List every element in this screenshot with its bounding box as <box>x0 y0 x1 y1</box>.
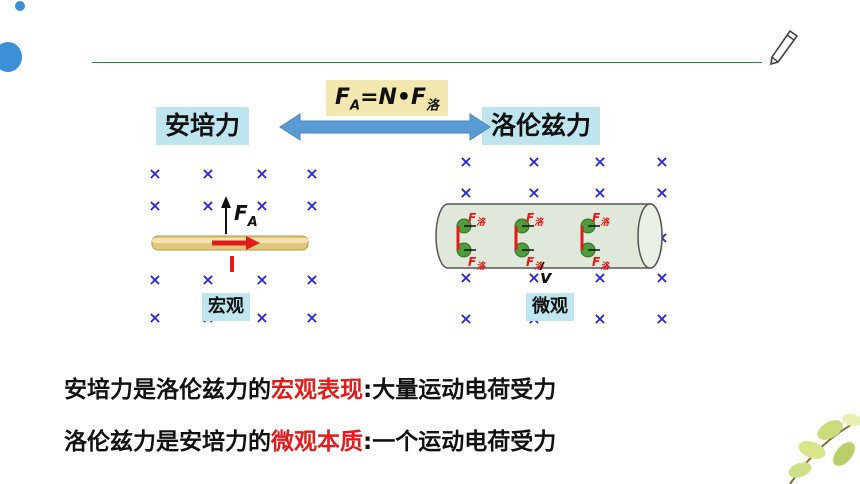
field-cross: × <box>593 309 606 328</box>
field-cross: × <box>201 164 214 183</box>
field-cross: × <box>148 308 161 327</box>
statement-macro: 安培力是洛伦兹力的宏观表现:大量运动电荷受力 <box>64 377 557 403</box>
field-cross: × <box>305 308 318 327</box>
field-cross: × <box>305 270 318 289</box>
header-rule <box>92 62 762 63</box>
field-cross: × <box>459 152 472 171</box>
field-cross: × <box>593 183 606 202</box>
field-cross: × <box>655 268 668 287</box>
micro-caption: 微观 <box>526 293 574 321</box>
field-cross: × <box>305 196 318 215</box>
field-cross: × <box>201 196 214 215</box>
statement-micro: 洛伦兹力是安培力的微观本质:一个运动电荷受力 <box>64 429 557 455</box>
lorentz-force-label: F洛 <box>468 255 486 272</box>
pencil-icon <box>770 29 799 66</box>
macro-caption: 宏观 <box>202 293 250 321</box>
field-cross: × <box>255 308 268 327</box>
field-cross: × <box>527 183 540 202</box>
field-cross: × <box>655 183 668 202</box>
lorentz-force-label: F洛 <box>468 211 486 228</box>
ampere-force-label: 安培力 <box>156 107 250 145</box>
lorentz-force-label: F洛 <box>526 255 544 272</box>
field-cross: × <box>148 164 161 183</box>
double-arrow-icon <box>279 113 491 141</box>
field-cross: × <box>527 152 540 171</box>
force-label-fa: FA <box>234 201 258 230</box>
field-cross: × <box>255 164 268 183</box>
field-cross: × <box>255 196 268 215</box>
moving-charges: F洛 F洛 F洛 F洛 F洛 F洛 <box>456 211 610 272</box>
field-cross: × <box>255 270 268 289</box>
field-cross: × <box>593 268 606 287</box>
leaf-branch-icon <box>788 413 860 484</box>
lorentz-force-label: 洛伦兹力 <box>482 107 601 145</box>
field-cross: × <box>459 183 472 202</box>
decor-dot-large <box>0 42 22 72</box>
field-cross: × <box>655 309 668 328</box>
lorentz-force-label: F洛 <box>592 211 610 228</box>
field-cross: × <box>305 164 318 183</box>
field-cross: × <box>201 270 214 289</box>
field-cross: × <box>655 152 668 171</box>
field-cross: × <box>527 268 540 287</box>
field-cross: × <box>593 152 606 171</box>
field-cross: × <box>459 268 472 287</box>
lorentz-force-label: F洛 <box>592 255 610 272</box>
velocity-label: v <box>540 267 553 288</box>
field-cross: × <box>148 196 161 215</box>
field-cross: × <box>148 270 161 289</box>
velocity-arrow <box>539 261 545 271</box>
relation-formula: FA=N•F洛 <box>326 80 448 116</box>
lorentz-force-label: F洛 <box>526 211 544 228</box>
decor-dot-small <box>15 1 25 11</box>
field-cross: × <box>459 309 472 328</box>
